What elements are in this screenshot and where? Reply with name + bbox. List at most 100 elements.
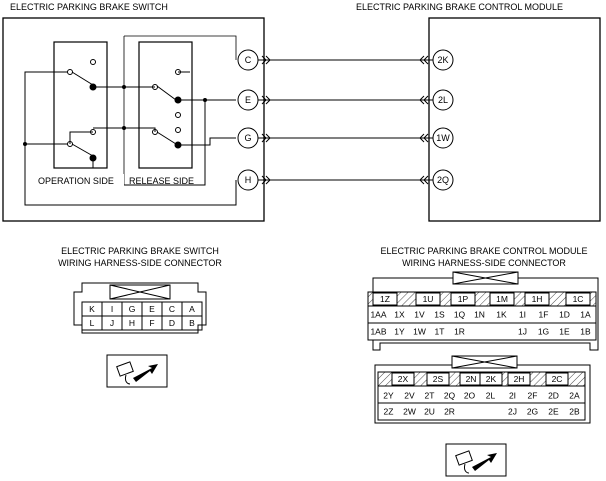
- pin-label: E: [149, 304, 155, 314]
- pin-label: 1Y: [394, 327, 405, 337]
- pin-cell: [426, 372, 450, 386]
- module-title: ELECTRIC PARKING BRAKE CONTROL MODULE: [356, 2, 563, 12]
- pin-label: 1T: [435, 327, 445, 337]
- pin-label: 1J: [518, 327, 527, 337]
- operation-side-label: OPERATION SIDE: [38, 176, 114, 186]
- pin-label: 1U: [423, 294, 434, 304]
- pin-label: 1X: [394, 310, 405, 320]
- pin-label: 2Y: [383, 391, 394, 401]
- pin-label: A: [189, 304, 195, 314]
- pin-label: H: [129, 318, 135, 328]
- pin-label: 1E: [559, 327, 570, 337]
- pin-label: 1G: [538, 327, 549, 337]
- switch-wiring: [24, 71, 237, 206]
- pin-label: 1Z: [380, 294, 390, 304]
- pin-label: 2J: [508, 407, 517, 417]
- switch-terminals: C E G H: [237, 49, 259, 191]
- pin-label: 2C: [552, 374, 563, 384]
- pin-label: 1AB: [370, 327, 386, 337]
- switch-connector-title-2: WIRING HARNESS-SIDE CONNECTOR: [58, 258, 222, 268]
- harness-wires: [258, 55, 433, 185]
- terminal-2q: 2Q: [437, 175, 449, 185]
- pin-cell: [372, 292, 398, 306]
- switch-connector-title-1: ELECTRIC PARKING BRAKE SWITCH: [61, 246, 219, 256]
- pin-cell: [524, 292, 550, 306]
- pin-label: 1R: [454, 327, 465, 337]
- pin-label: 1Q: [454, 310, 466, 320]
- pin-label: 1B: [580, 327, 591, 337]
- pin-label: 2S: [433, 374, 444, 384]
- terminal-c: C: [245, 55, 252, 65]
- pin-label: 1K: [496, 310, 507, 320]
- pin-label: 1C: [573, 294, 584, 304]
- pin-label: G: [129, 304, 136, 314]
- pin-label: 1H: [532, 294, 543, 304]
- pin-label: 1V: [414, 310, 425, 320]
- pin-label: L: [90, 318, 95, 328]
- pin-label: 2T: [425, 391, 435, 401]
- operation-switch: [53, 41, 108, 169]
- switch-connector: [73, 282, 207, 334]
- pin-label: 2U: [424, 407, 435, 417]
- terminal-2k: 2K: [437, 55, 448, 65]
- pin-cell: [545, 372, 569, 386]
- terminal-e: E: [245, 95, 251, 105]
- pin-label: 1D: [559, 310, 570, 320]
- pin-label: 2D: [548, 391, 559, 401]
- connector-hand-icon: [106, 354, 168, 388]
- pin-label: 2K: [486, 374, 497, 384]
- pin-label: 1I: [519, 310, 526, 320]
- pin-label: 1AA: [370, 310, 386, 320]
- terminal-1w: 1W: [436, 133, 450, 143]
- operation-contacts: [67, 59, 97, 162]
- pin-cell: [391, 372, 415, 386]
- pin-label: 2H: [514, 374, 525, 384]
- pin-label: 2B: [569, 407, 580, 417]
- pin-label: 1N: [474, 310, 485, 320]
- pin-cell: [479, 372, 503, 386]
- pin-label: 2G: [527, 407, 538, 417]
- switch-title: ELECTRIC PARKING BRAKE SWITCH: [10, 2, 168, 12]
- pin-label: 2N: [466, 374, 477, 384]
- pin-label: 2X: [398, 374, 409, 384]
- pin-label: 2W: [403, 407, 416, 417]
- pin-cell: [507, 372, 531, 386]
- pin-label: 2O: [464, 391, 476, 401]
- release-contacts: [152, 69, 182, 149]
- pin-label: 2R: [444, 407, 455, 417]
- pin-label: K: [89, 304, 95, 314]
- pin-label: 1F: [539, 310, 549, 320]
- pin-label: I: [111, 304, 113, 314]
- pin-cell: [415, 292, 441, 306]
- pin-label: 1S: [434, 310, 445, 320]
- module-connector-title-2: WIRING HARNESS-SIDE CONNECTOR: [402, 258, 566, 268]
- pin-label: 1P: [458, 294, 469, 304]
- release-switch: [138, 41, 193, 169]
- pin-label: 2I: [509, 391, 516, 401]
- module-terminals: 2K 2L 1W 2Q: [432, 49, 454, 191]
- pin-label: C: [169, 304, 175, 314]
- module-box: [428, 17, 601, 222]
- terminal-2l: 2L: [438, 95, 448, 105]
- pin-label: 2A: [569, 391, 580, 401]
- pin-cell: [450, 292, 476, 306]
- pin-cell: [489, 292, 515, 306]
- pin-label: 2Q: [444, 391, 456, 401]
- pin-label: D: [169, 318, 175, 328]
- pin-label: 1A: [580, 310, 591, 320]
- pin-label: B: [189, 318, 195, 328]
- pin-label: J: [110, 318, 114, 328]
- pin-label: 2F: [528, 391, 538, 401]
- pin-label: F: [149, 318, 154, 328]
- pin-label: 2L: [486, 391, 496, 401]
- pin-label: 2V: [404, 391, 415, 401]
- module-connector-title-1: ELECTRIC PARKING BRAKE CONTROL MODULE: [380, 246, 587, 256]
- module-connector-hand-icon: [445, 443, 507, 477]
- pin-label: 2E: [548, 407, 559, 417]
- terminal-g: G: [244, 133, 251, 143]
- pin-cell: [565, 292, 591, 306]
- switch-box: [2, 17, 265, 222]
- release-side-label: RELEASE SIDE: [129, 176, 194, 186]
- pin-label: 2Z: [384, 407, 394, 417]
